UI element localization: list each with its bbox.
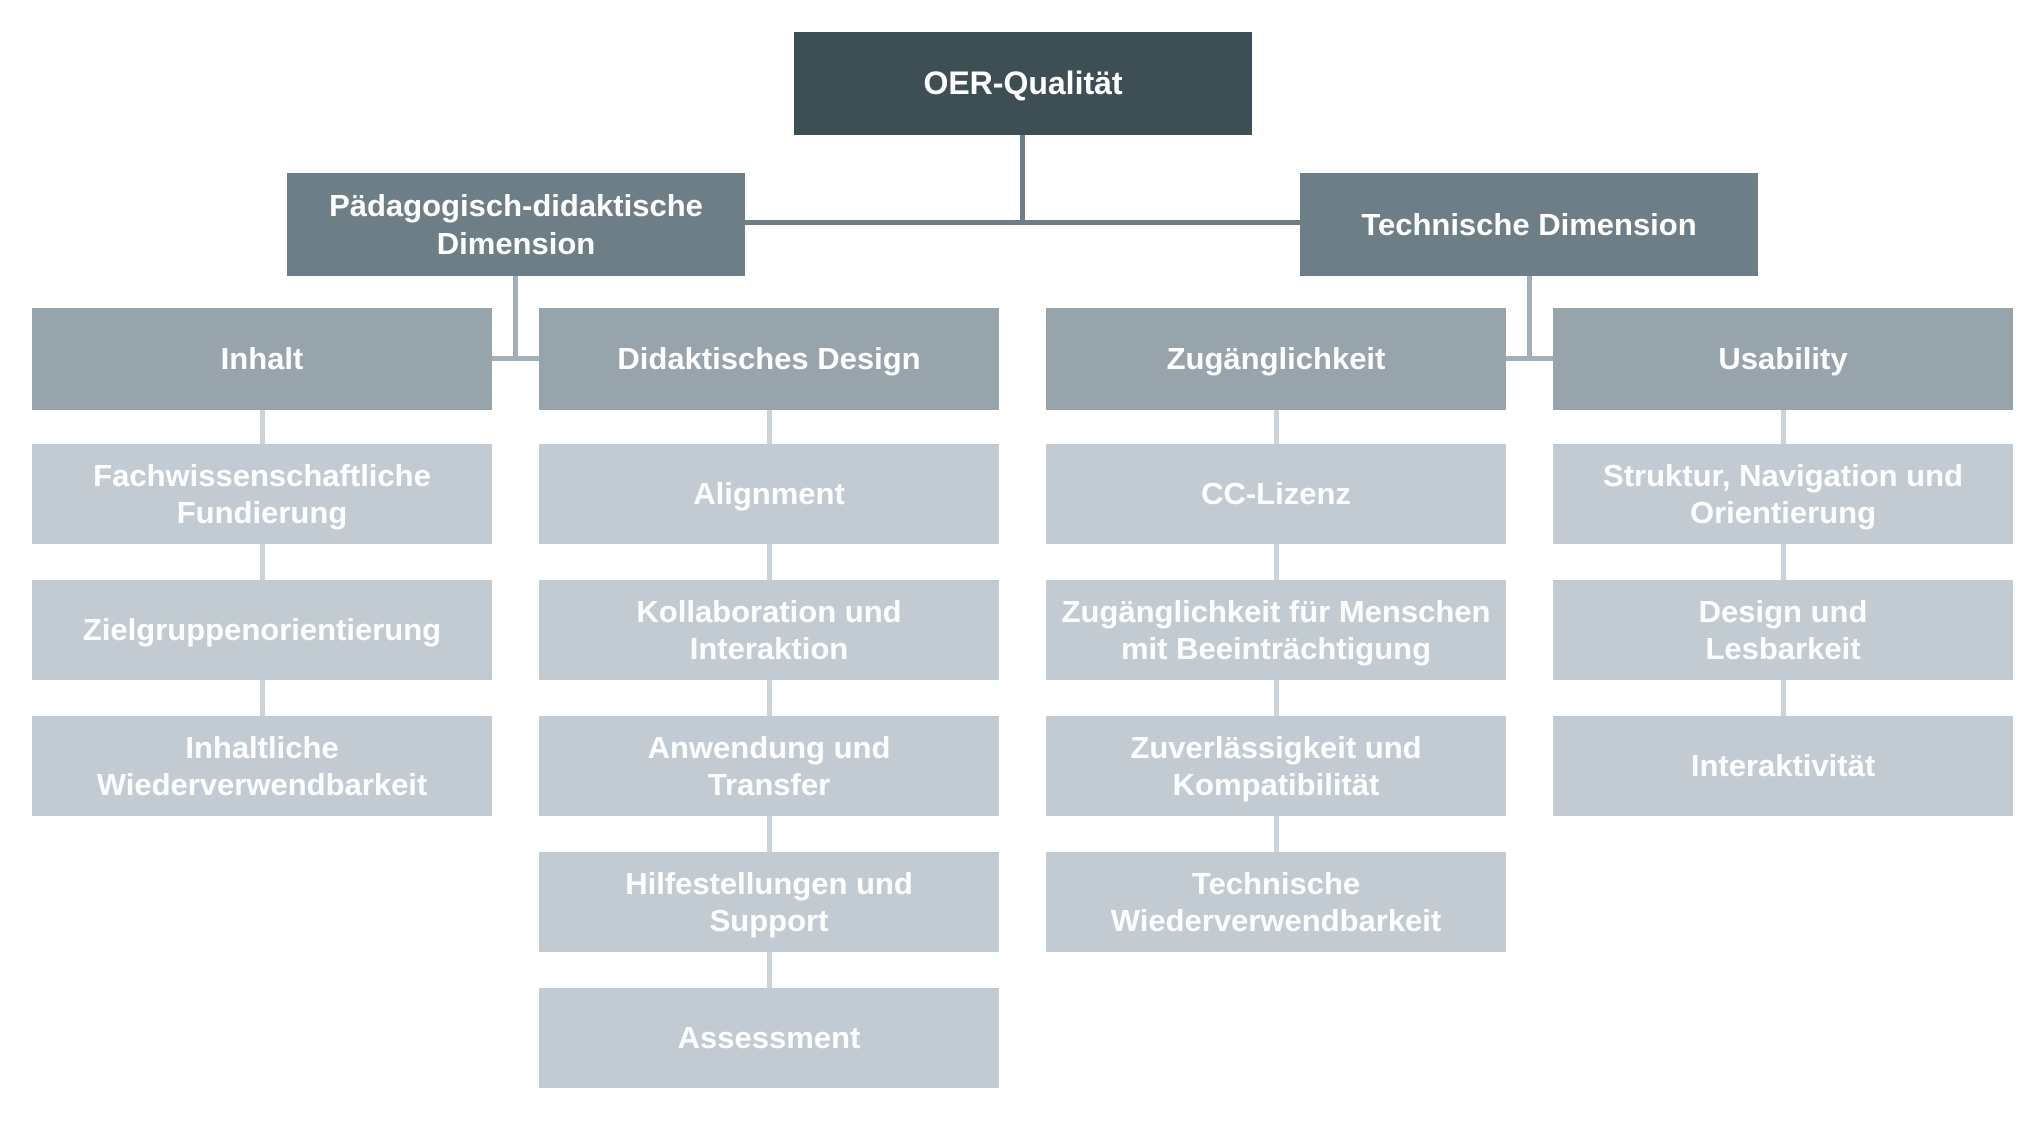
connector-item-stub (1781, 410, 1786, 444)
connector-root-vertical (1020, 135, 1025, 225)
node-zugaenglichkeit: Zugänglichkeit (1046, 308, 1506, 410)
connector-item-stub (1781, 680, 1786, 716)
connector-dimensions-horizontal (513, 220, 1532, 225)
item-zuverlaessigkeit-und-kompatibilitaet: Zuverlässigkeit und Kompatibilität (1046, 716, 1506, 816)
item-assessment: Assessment (539, 988, 999, 1088)
connector-dim2-vertical (1527, 276, 1532, 359)
connector-item-stub (260, 544, 265, 580)
connector-header-gap-left (492, 356, 539, 361)
connector-item-stub (1781, 544, 1786, 580)
connector-item-stub (767, 952, 772, 988)
connector-item-stub (767, 410, 772, 444)
connector-dim1-vertical (513, 276, 518, 359)
item-alignment: Alignment (539, 444, 999, 544)
connector-item-stub (1274, 680, 1279, 716)
node-oer-qualitaet: OER-Qualität (794, 32, 1252, 135)
connector-header-gap-right (1506, 356, 1553, 361)
item-interaktivitaet: Interaktivität (1553, 716, 2013, 816)
connector-item-stub (260, 410, 265, 444)
item-design-und-lesbarkeit: Design und Lesbarkeit (1553, 580, 2013, 680)
item-fachwissenschaftliche-fundierung: Fachwissenschaftliche Fundierung (32, 444, 492, 544)
node-inhalt: Inhalt (32, 308, 492, 410)
node-usability: Usability (1553, 308, 2013, 410)
item-kollaboration-und-interaktion: Kollaboration und Interaktion (539, 580, 999, 680)
connector-item-stub (1274, 410, 1279, 444)
item-zugaenglichkeit-fuer-menschen: Zugänglichkeit für Menschen mit Beeinträ… (1046, 580, 1506, 680)
node-paedagogisch-didaktische-dimension: Pädagogisch-didaktische Dimension (287, 173, 745, 276)
item-technische-wiederverwendbarkeit: Technische Wiederverwendbarkeit (1046, 852, 1506, 952)
item-zielgruppenorientierung: Zielgruppenorientierung (32, 580, 492, 680)
node-didaktisches-design: Didaktisches Design (539, 308, 999, 410)
item-inhaltliche-wiederverwendbarkeit: Inhaltliche Wiederverwendbarkeit (32, 716, 492, 816)
node-technische-dimension: Technische Dimension (1300, 173, 1758, 276)
connector-item-stub (260, 680, 265, 716)
connector-item-stub (1274, 544, 1279, 580)
item-hilfestellungen-und-support: Hilfestellungen und Support (539, 852, 999, 952)
item-anwendung-und-transfer: Anwendung und Transfer (539, 716, 999, 816)
item-cc-lizenz: CC-Lizenz (1046, 444, 1506, 544)
item-struktur-navigation-orientierung: Struktur, Navigation und Orientierung (1553, 444, 2013, 544)
connector-item-stub (767, 816, 772, 852)
connector-item-stub (767, 544, 772, 580)
connector-item-stub (1274, 816, 1279, 852)
connector-item-stub (767, 680, 772, 716)
